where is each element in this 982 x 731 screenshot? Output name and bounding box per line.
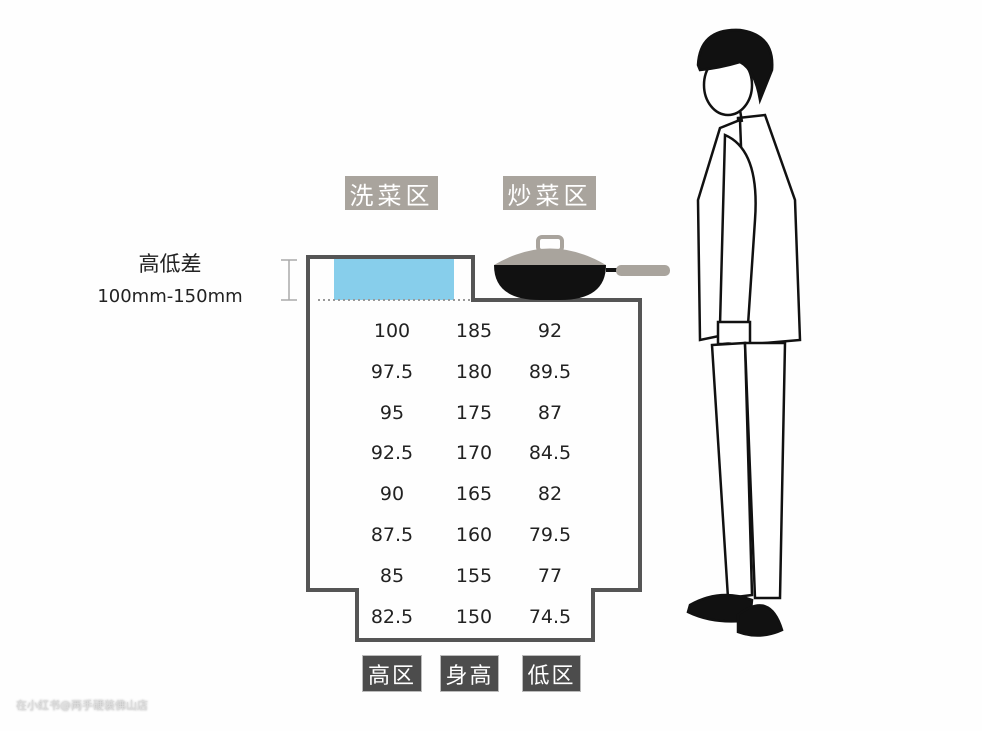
- low-zone-column-label: 低区: [522, 655, 581, 692]
- high-zone-value: 90: [379, 483, 405, 506]
- low-zone-value: 74.5: [528, 605, 572, 628]
- high-zone-value: 97.5: [370, 360, 414, 383]
- high-zone-value: 82.5: [370, 605, 414, 628]
- height-difference-bracket: [281, 259, 297, 301]
- low-zone-value: 77: [537, 564, 563, 587]
- high-zone-value: 87.5: [370, 524, 414, 546]
- high-zone-value: 92.5: [370, 442, 414, 465]
- low-zone-value: 92: [537, 320, 563, 342]
- person-illustration: [686, 28, 802, 637]
- body-height-value: 165: [455, 483, 493, 506]
- low-zone-value: 89.5: [528, 360, 572, 383]
- high-zone-value: 95: [379, 401, 405, 424]
- cook-zone-label: 炒菜区: [503, 176, 596, 210]
- high-zone-column-label: 高区: [362, 655, 422, 692]
- sink: [334, 258, 454, 300]
- body-height-value: 160: [455, 524, 493, 546]
- body-height-value: 180: [455, 360, 493, 383]
- low-zone-value: 84.5: [528, 442, 572, 465]
- body-height-value: 155: [455, 564, 493, 587]
- height-difference-label: 高低差: [138, 252, 202, 276]
- high-zone-value: 100: [373, 320, 411, 342]
- low-zone-value: 87: [537, 401, 563, 424]
- cabinet-outline: [306, 255, 642, 642]
- low-zone-value: 82: [537, 483, 563, 506]
- height-difference-range: 100mm-150mm: [97, 286, 243, 307]
- body-height-value: 185: [455, 320, 493, 342]
- body-height-value: 175: [455, 401, 493, 424]
- body-height-value: 150: [455, 605, 493, 628]
- wash-zone-label: 洗菜区: [345, 176, 438, 210]
- watermark: 在小红书@两手硬装佛山店: [16, 699, 148, 712]
- low-zone-value: 79.5: [528, 524, 572, 546]
- body-height-value: 170: [455, 442, 493, 465]
- wok-icon: [494, 235, 670, 300]
- body-height-column-label: 身高: [440, 655, 499, 692]
- high-zone-value: 85: [379, 564, 405, 587]
